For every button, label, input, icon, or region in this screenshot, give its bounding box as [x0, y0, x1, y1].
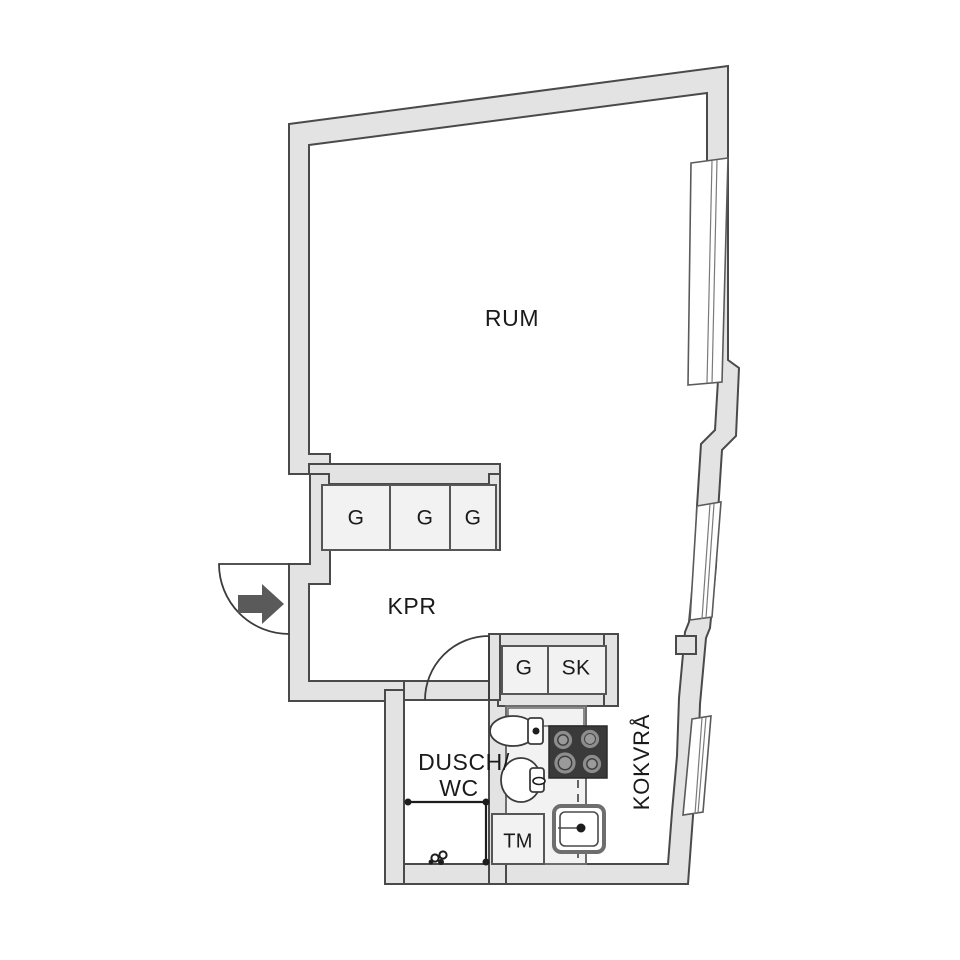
kitchen-sink-icon[interactable]: [552, 804, 606, 854]
floor-drain-icon: [428, 850, 448, 865]
toilet-icon: [489, 715, 544, 747]
closet-g-4-label: G: [516, 657, 533, 680]
closet-sk-box[interactable]: [547, 645, 607, 695]
radiator-nib: [675, 635, 697, 655]
closet-g-3-label: G: [465, 507, 482, 530]
room-label-kpr: KPR: [387, 593, 436, 619]
window-2: [689, 501, 722, 621]
bathroom-zone: TM DUSCH/ WC: [404, 635, 546, 866]
closet-g-1-label: G: [348, 507, 365, 530]
entrance-door[interactable]: [218, 563, 290, 635]
room-label-kokvra: KOKVRÅ: [629, 714, 654, 811]
closet-g-2-label: G: [417, 507, 434, 530]
washing-machine-label: TM: [503, 830, 532, 852]
closet-g-3-box[interactable]: [449, 484, 497, 551]
wash-basin-icon: [500, 757, 546, 803]
room-label-dusch: DUSCH/: [418, 749, 510, 775]
shower-area: [404, 798, 490, 866]
bathroom-door[interactable]: [424, 635, 490, 701]
room-label-rum: RUM: [485, 305, 539, 331]
closet-sk-label: SK: [562, 657, 591, 680]
entrance-arrow-icon: [238, 584, 284, 624]
window-group: [675, 157, 729, 816]
closet-row-kpr: G G G: [321, 484, 497, 551]
room-label-wc: WC: [439, 775, 479, 801]
window-3: [682, 715, 712, 816]
stove-icon[interactable]: [548, 725, 608, 779]
closet-row-kitchen: G SK: [501, 645, 607, 695]
room-labels: RUM KPR: [387, 305, 539, 619]
closet-g-1-box[interactable]: [321, 484, 391, 551]
window-1: [687, 157, 729, 386]
washing-machine-box[interactable]: [491, 813, 545, 865]
closet-g-2-box[interactable]: [389, 484, 451, 551]
